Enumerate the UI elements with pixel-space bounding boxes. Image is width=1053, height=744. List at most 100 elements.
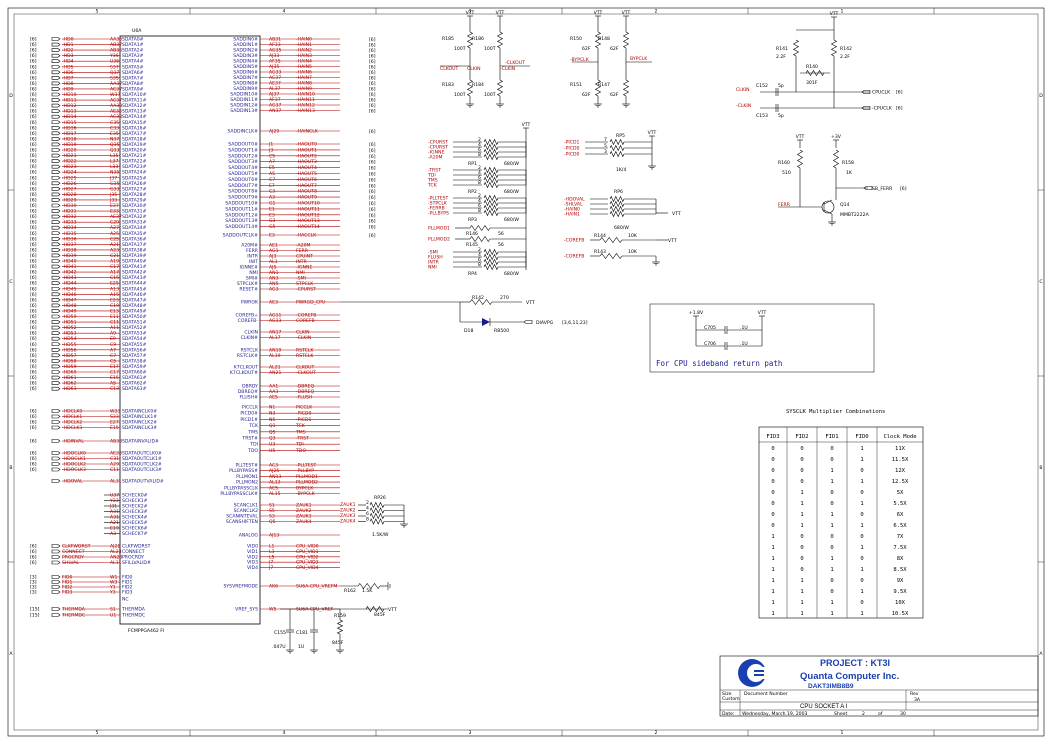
net-sheet-ref: [6] xyxy=(369,109,376,115)
resistor-pack-element xyxy=(483,258,499,266)
net-name: -HAOUT8 xyxy=(296,189,317,195)
pin-number: C29 xyxy=(110,220,119,226)
table-header-cell: FID1 xyxy=(825,434,838,440)
pin-number: AE37 xyxy=(110,214,122,220)
pin-signal: IGNNE# xyxy=(239,265,258,271)
net-name: -HD37 xyxy=(62,242,77,248)
pin-number: AJ5 xyxy=(269,265,276,271)
pin-number: U5 xyxy=(269,448,275,454)
pin-number: AK6 xyxy=(269,584,278,590)
pin-number: AA33 xyxy=(110,103,122,109)
table-cell: 1 xyxy=(830,468,833,474)
net-name: CONNECT xyxy=(62,549,85,555)
resistor-value: 100T xyxy=(454,46,466,52)
sheet-inner-border xyxy=(13,13,1039,731)
net-name: -FERRB xyxy=(428,206,445,212)
resistor-refdes: R160 xyxy=(778,160,790,166)
table-cell: 0 xyxy=(830,578,833,584)
resistor-symbol xyxy=(622,31,630,49)
table-cell: 1 xyxy=(860,589,863,595)
supply-label: VTT xyxy=(796,134,805,140)
resistor-pack-element xyxy=(483,263,499,271)
pin-signal: INIT xyxy=(249,259,258,265)
table-cell: 1 xyxy=(860,611,863,617)
pin-signal: SDATAOUTCLK0# xyxy=(122,451,162,457)
capacitor-refdes: C706 xyxy=(704,341,716,347)
pin-number: C35 xyxy=(110,120,119,126)
resistor-pack-element xyxy=(483,138,499,146)
pin-number: W5 xyxy=(269,607,277,613)
pin-signal: PLLMON2 xyxy=(236,480,258,486)
pin-signal: SCANCLK2 xyxy=(234,508,258,514)
pin-signal: PLLBYPASSCLK xyxy=(224,485,259,491)
capacitor-refdes: C155 xyxy=(274,630,286,636)
table-cell: 9.5X xyxy=(893,589,907,595)
pin-signal: SCHECK2# xyxy=(122,504,148,510)
pin-sheet-ref: [6] xyxy=(30,120,37,126)
net-sheet-ref: [6] xyxy=(369,142,376,148)
net-flag xyxy=(51,456,61,461)
net-flag xyxy=(51,109,61,113)
revision-label: Rev xyxy=(910,691,919,697)
pin-signal: SADDIN1# xyxy=(233,42,258,48)
pin-number: L3 xyxy=(269,549,275,555)
table-cell: 1 xyxy=(830,523,833,529)
pin-signal: SDATA30# xyxy=(122,203,147,209)
net-name: BYPCLK xyxy=(296,485,314,491)
pin-number: S3 xyxy=(269,514,275,520)
net-name: -HDOVAL xyxy=(564,197,585,203)
pin-signal: SDATA61# xyxy=(122,375,147,381)
pin-number: W3 xyxy=(110,580,118,586)
pin-sheet-ref: [6] xyxy=(30,331,37,337)
net-name: -A20M xyxy=(428,155,443,161)
pin-signal: SDATAINCLK0# xyxy=(122,409,157,415)
net-flag xyxy=(51,409,61,413)
pin-number: AJ25 xyxy=(269,468,279,474)
net-name: PLLMOD1 xyxy=(428,226,450,232)
net-name: -HD58 xyxy=(62,358,77,364)
pin-signal: SDATA47# xyxy=(122,297,147,303)
multiplier-table-frame xyxy=(758,426,924,619)
pin-number: L5 xyxy=(269,554,275,560)
pin-signal: SDATA15# xyxy=(122,120,147,126)
net-name: INTR xyxy=(296,259,308,265)
sheet-of-label: of xyxy=(878,711,883,717)
pin-sheet-ref: [15] xyxy=(30,613,40,619)
pin-number: C11 xyxy=(110,320,119,326)
pin-signal: SADDIN7# xyxy=(233,75,258,81)
resistor-refdes: R158 xyxy=(842,160,854,166)
net-name: FID1 xyxy=(62,580,73,586)
cpu-body xyxy=(119,35,261,625)
table-cell: 0 xyxy=(830,490,833,496)
pin-number: C19 xyxy=(110,303,119,309)
pin-signal: NMI xyxy=(249,270,258,276)
pin-sheet-ref: [6] xyxy=(30,381,37,387)
net-sheet-ref: [6] xyxy=(369,76,376,82)
net-name: -HD26 xyxy=(62,181,77,187)
net-flag xyxy=(51,64,61,69)
net-name: -HD53 xyxy=(62,331,77,337)
net-sheet-ref: [6] xyxy=(369,43,376,49)
pin-signal: VID1 xyxy=(247,549,258,555)
net-name: -HD30 xyxy=(62,203,77,209)
pin-number: A31 xyxy=(110,515,119,521)
resistor-refdes: R185 xyxy=(442,36,454,42)
resistor-value: 1.5K xyxy=(362,588,373,594)
pin-number: C5 xyxy=(269,153,275,159)
net-name: -HD54 xyxy=(62,336,77,342)
net-flag xyxy=(51,37,61,41)
supply-label: VTT xyxy=(466,10,475,16)
supply-label: VTT xyxy=(594,10,603,16)
net-name: -HD34 xyxy=(62,225,77,231)
net-name: -HD50 xyxy=(62,314,77,320)
table-cell: 1 xyxy=(860,523,863,529)
net-flag xyxy=(51,164,61,169)
capacitor-refdes: C181 xyxy=(296,630,308,636)
resistor-value: 510 xyxy=(782,170,791,176)
net-name: -IGNNE xyxy=(296,265,312,271)
pin-number: AA37 xyxy=(110,81,122,87)
net-name: ZAUK2 xyxy=(296,508,312,514)
resistor-pack-element xyxy=(483,209,499,217)
net-flag xyxy=(51,414,61,419)
pin-number: E23 xyxy=(110,297,119,303)
